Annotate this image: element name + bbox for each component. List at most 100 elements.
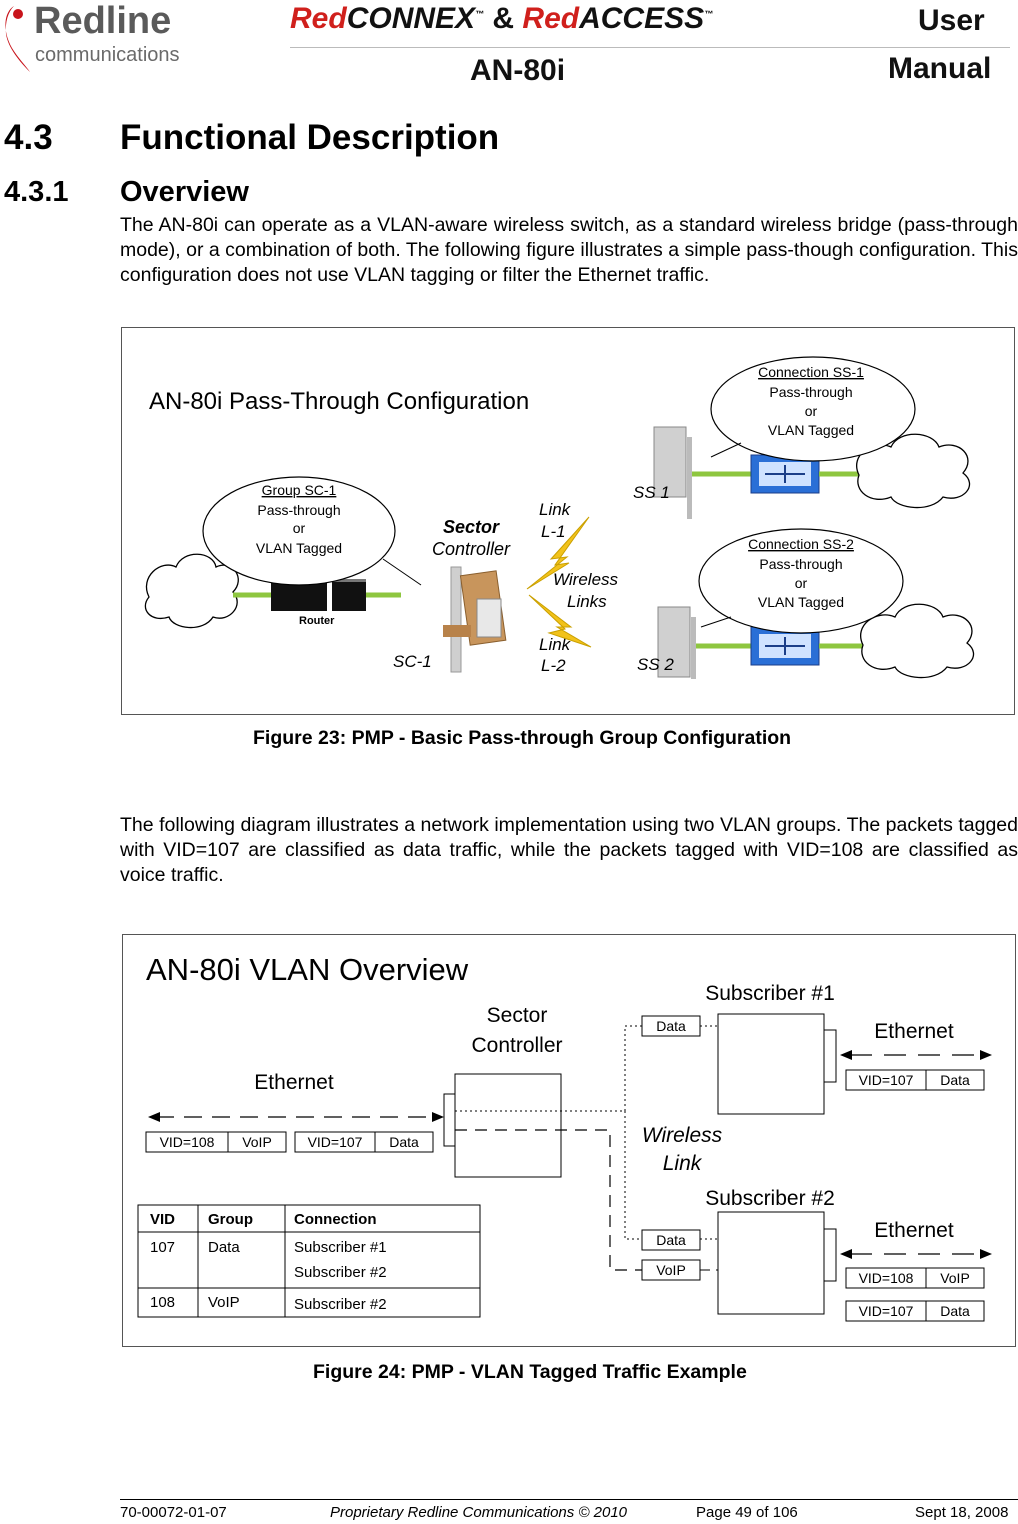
figure1-caption: Figure 23: PMP - Basic Pass-through Grou… bbox=[253, 727, 792, 749]
td-r1-vid: 107 bbox=[150, 1239, 175, 1256]
s1-tag-type: Data bbox=[940, 1072, 970, 1088]
td-r2-vid: 108 bbox=[150, 1294, 175, 1311]
page-header: Redline communications RedCONNEX™ & RedA… bbox=[0, 0, 1018, 92]
footer-copyright: Proprietary Redline Communications © 201… bbox=[330, 1504, 627, 1521]
link2-a: Link bbox=[539, 635, 572, 654]
brand-amp: & bbox=[492, 2, 515, 35]
subscriber1-box bbox=[717, 1013, 825, 1115]
ss2-label: SS 2 bbox=[637, 655, 674, 674]
s2-tag1-vid: VID=108 bbox=[859, 1270, 914, 1286]
th-connection: Connection bbox=[294, 1211, 377, 1228]
fig1-title: AN-80i Pass-Through Configuration bbox=[149, 388, 529, 415]
s2-data: Data bbox=[656, 1232, 686, 1248]
tm1: ™ bbox=[475, 9, 485, 19]
header-user: User bbox=[918, 4, 985, 37]
th-vid: VID bbox=[150, 1211, 175, 1228]
paragraph-1: The AN-80i can operate as a VLAN-aware w… bbox=[120, 214, 1018, 286]
right-cloud-icon-2 bbox=[860, 603, 975, 679]
brand2-black: ACCESS bbox=[579, 2, 705, 35]
left-tag2-vid: VID=107 bbox=[308, 1134, 363, 1150]
fig2-sub2: Subscriber #2 bbox=[705, 1187, 835, 1210]
fig2-ethernet-r2: Ethernet bbox=[874, 1219, 954, 1242]
link1-a: Link bbox=[539, 500, 572, 519]
link2-b: L-2 bbox=[541, 656, 566, 675]
left-tag1-vid: VID=108 bbox=[160, 1134, 215, 1150]
bubble-ss1-l3: or bbox=[805, 403, 818, 419]
right-cloud-icon-1 bbox=[856, 433, 971, 509]
fig2-ethernet-r1: Ethernet bbox=[874, 1020, 954, 1043]
td-r2-group: VoIP bbox=[208, 1294, 240, 1311]
wireless-label-1: Wireless bbox=[553, 570, 619, 589]
s1-data: Data bbox=[656, 1018, 686, 1034]
s2-voip: VoIP bbox=[656, 1262, 686, 1278]
tm2: ™ bbox=[704, 9, 714, 19]
bubble-ss1-l1: Connection SS-1 bbox=[758, 364, 864, 380]
footer-divider bbox=[120, 1499, 1018, 1500]
bubble-ss1-l2: Pass-through bbox=[769, 384, 852, 400]
bubble-sc-l2: Pass-through bbox=[257, 502, 340, 518]
bubble-sc-l1: Group SC-1 bbox=[262, 482, 337, 498]
vlan-table: VID Group Connection 107 Data Subscriber… bbox=[137, 1204, 481, 1318]
header-divider bbox=[290, 47, 1010, 48]
sector-label-2: Controller bbox=[432, 539, 511, 559]
product-title: AN-80i bbox=[470, 54, 566, 87]
s1-tag-vid: VID=107 bbox=[859, 1072, 914, 1088]
td-r1-group: Data bbox=[208, 1239, 240, 1256]
left-tag2-type: Data bbox=[389, 1134, 419, 1150]
sector-antenna-icon bbox=[443, 566, 507, 673]
header-manual: Manual bbox=[888, 52, 992, 85]
bubble-ss2-l2: Pass-through bbox=[759, 556, 842, 572]
fig2-sub1: Subscriber #1 bbox=[705, 982, 835, 1005]
router-icon bbox=[271, 579, 366, 611]
fig2-wireless-1: Wireless bbox=[642, 1124, 723, 1147]
subsection-title: Overview bbox=[120, 176, 249, 208]
ss2-antenna-icon bbox=[657, 606, 696, 679]
brand-line: RedCONNEX™ & RedACCESS™ bbox=[290, 2, 713, 36]
sc1-label: SC-1 bbox=[393, 652, 432, 671]
section-title: Functional Description bbox=[120, 118, 500, 157]
fig2-title: AN-80i VLAN Overview bbox=[146, 952, 469, 987]
bubble-sc-l4: VLAN Tagged bbox=[256, 540, 342, 556]
td-r1-conn-1: Subscriber #1 bbox=[294, 1239, 387, 1256]
s2-tag2-type: Data bbox=[940, 1303, 970, 1319]
bubble-ss2-l3: or bbox=[795, 575, 808, 591]
footer-date: Sept 18, 2008 bbox=[915, 1504, 1009, 1521]
logo-sub: communications bbox=[35, 44, 180, 66]
ss1-antenna-icon bbox=[653, 426, 692, 519]
paragraph-2: The following diagram illustrates a netw… bbox=[120, 814, 1018, 886]
figure2-caption: Figure 24: PMP - VLAN Tagged Traffic Exa… bbox=[313, 1361, 747, 1383]
td-r2-conn: Subscriber #2 bbox=[294, 1296, 387, 1313]
th-group: Group bbox=[208, 1211, 253, 1228]
brand1-red: Red bbox=[290, 2, 347, 35]
section-number: 4.3 bbox=[4, 118, 53, 157]
s2-tag2-vid: VID=107 bbox=[859, 1303, 914, 1319]
left-cloud-icon bbox=[144, 553, 239, 629]
figure-vlan-overview: AN-80i VLAN Overview Sector Controller E… bbox=[122, 934, 1016, 1347]
sector-label-1: Sector bbox=[443, 517, 500, 537]
figure-pass-through: AN-80i Pass-Through Configuration Router… bbox=[121, 327, 1015, 715]
brand1-black: CONNEX bbox=[346, 2, 476, 35]
wireless-label-2: Links bbox=[567, 592, 607, 611]
router-label: Router bbox=[299, 615, 335, 627]
fig2-ethernet-left: Ethernet bbox=[254, 1071, 334, 1094]
subsection-number: 4.3.1 bbox=[4, 176, 69, 208]
ss1-label: SS 1 bbox=[633, 483, 670, 502]
footer-copyright-text: Proprietary Redline Communications © 201… bbox=[330, 1504, 628, 1521]
td-r1-conn-2: Subscriber #2 bbox=[294, 1264, 387, 1281]
brand2-red: Red bbox=[522, 2, 580, 35]
subscriber2-box bbox=[717, 1211, 825, 1315]
footer-doc: 70-00072-01-07 bbox=[120, 1504, 227, 1521]
bubble-ss2-l4: VLAN Tagged bbox=[758, 594, 844, 610]
lightning-icon-1 bbox=[526, 516, 590, 590]
lightning-icon-2 bbox=[528, 594, 592, 648]
sector-controller-box bbox=[454, 1073, 562, 1178]
fig2-sector-1: Sector bbox=[487, 1004, 548, 1027]
fig2-sector-2: Controller bbox=[471, 1034, 562, 1057]
footer-page: Page 49 of 106 bbox=[696, 1504, 798, 1521]
s2-tag1-type: VoIP bbox=[940, 1270, 970, 1286]
left-tag1-type: VoIP bbox=[242, 1134, 272, 1150]
fig2-wireless-2: Link bbox=[663, 1152, 703, 1175]
redline-logo-swoosh-icon bbox=[5, 6, 31, 72]
bubble-ss1-l4: VLAN Tagged bbox=[768, 422, 854, 438]
bubble-sc-l3: or bbox=[293, 520, 306, 536]
